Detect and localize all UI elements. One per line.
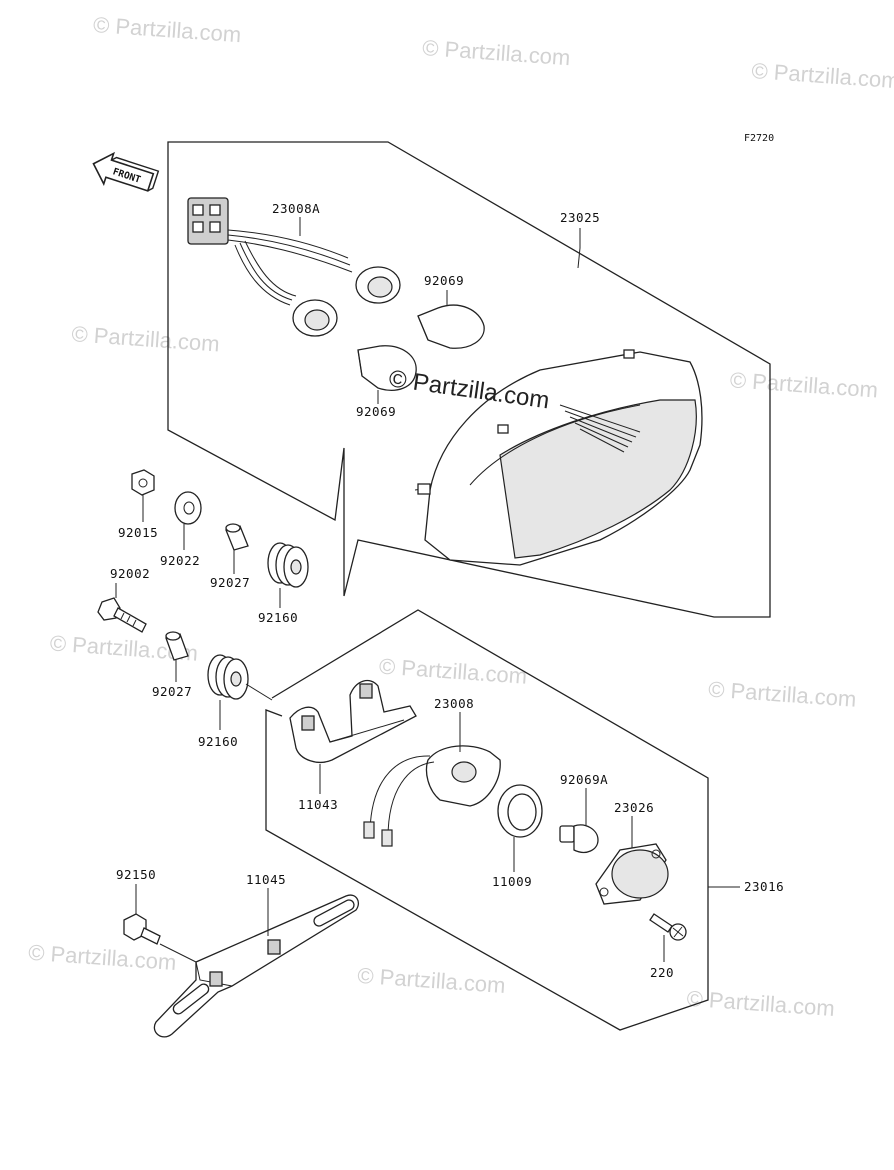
- label-92150: 92150: [116, 867, 156, 882]
- grommet-92160-lower: [207, 654, 249, 700]
- label-11045: 11045: [246, 872, 286, 887]
- wiring-harness-connector: [187, 197, 401, 337]
- bolt-92150: [123, 913, 161, 945]
- grommet-92160-upper: [267, 542, 309, 588]
- watermark: © Partzilla.com: [378, 653, 528, 688]
- license-bracket-11045: [153, 894, 360, 1038]
- watermark: © Partzilla.com: [357, 963, 507, 998]
- leader-bolt-to-plate: [159, 943, 197, 963]
- label-92027-lower: 92027: [152, 684, 192, 699]
- tail-lamp-group-frame: [167, 141, 771, 618]
- bulb-92069A: [559, 824, 599, 854]
- label-92022: 92022: [160, 553, 200, 568]
- nut-92015: [131, 469, 155, 496]
- watermark: © Partzilla.com: [422, 35, 572, 70]
- watermark-center: © Partzilla.com: [387, 365, 551, 414]
- collar-92027-lower: [165, 631, 189, 661]
- label-23016: 23016: [744, 879, 784, 894]
- bracket-11043: [289, 679, 417, 763]
- leader-grommet-to-frame: [245, 683, 273, 701]
- watermark: © Partzilla.com: [729, 367, 879, 402]
- leader-23025: [577, 228, 581, 269]
- label-23025: 23025: [560, 210, 600, 225]
- tail-lamp-body: [414, 349, 703, 566]
- bulb-upper: [417, 304, 485, 349]
- label-23026: 23026: [614, 800, 654, 815]
- label-92160-upper: 92160: [258, 610, 298, 625]
- lens-cover-23026: [595, 843, 669, 905]
- label-92069A: 92069A: [560, 772, 608, 787]
- washer-92022: [174, 491, 202, 525]
- label-11009: 11009: [492, 874, 532, 889]
- label-23008A: 23008A: [272, 201, 320, 216]
- license-lamp-group-frame: [265, 609, 709, 1031]
- label-92069-bottom: 92069: [356, 404, 396, 419]
- label-92069-top: 92069: [424, 273, 464, 288]
- figure-code: F2720: [744, 133, 774, 144]
- watermark: © Partzilla.com: [92, 12, 242, 47]
- watermark: © Partzilla.com: [71, 321, 221, 356]
- bulb-lower: [357, 345, 417, 391]
- bolt-92002: [97, 597, 147, 633]
- collar-92027-upper: [225, 523, 249, 551]
- label-92027-upper: 92027: [210, 575, 250, 590]
- label-92160-lower: 92160: [198, 734, 238, 749]
- socket-23008: [363, 745, 501, 847]
- label-92015: 92015: [118, 525, 158, 540]
- label-92002: 92002: [110, 566, 150, 581]
- label-23008: 23008: [434, 696, 474, 711]
- label-220: 220: [650, 965, 674, 980]
- label-11043: 11043: [298, 797, 338, 812]
- watermark: © Partzilla.com: [27, 940, 177, 975]
- screw-220: [649, 913, 687, 941]
- front-arrow-icon: FRONT: [92, 151, 160, 192]
- watermark: © Partzilla.com: [708, 677, 858, 712]
- watermark: © Partzilla.com: [751, 58, 894, 93]
- gasket-11009: [497, 784, 543, 838]
